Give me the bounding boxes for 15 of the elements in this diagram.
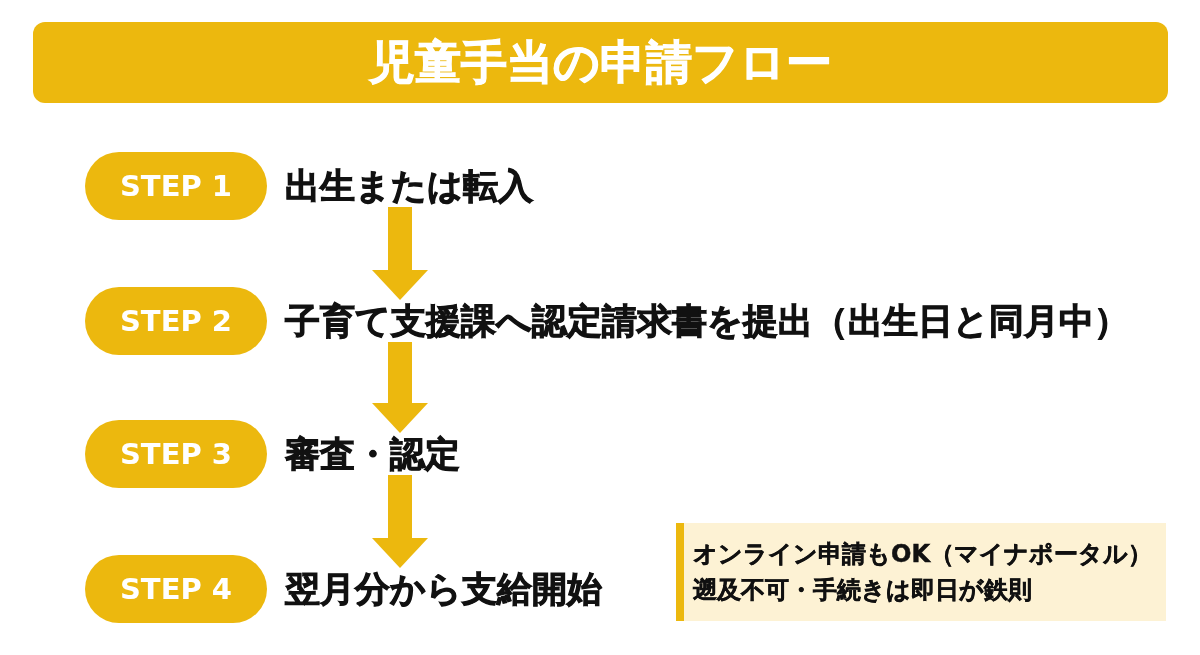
arrow <box>372 207 428 300</box>
note-text: 遡及不可・手続きは即日が鉄則 <box>693 575 1032 606</box>
step-badge: STEP 1 <box>85 152 267 220</box>
arrow <box>372 475 428 568</box>
step-description: 翌月分から支給開始 <box>285 568 602 611</box>
step-badge: STEP 2 <box>85 287 267 355</box>
step-badge: STEP 3 <box>85 420 267 488</box>
step-description: 審査・認定 <box>285 433 460 476</box>
step-description: 子育て支援課へ認定請求書を提出（出生日と同月中） <box>285 300 1129 343</box>
note-text: オンライン申請もOK（マイナポータル） <box>693 539 1152 570</box>
step-description: 出生または転入 <box>285 165 533 208</box>
title-banner: 児童手当の申請フロー <box>33 22 1168 103</box>
note-panel <box>676 523 1166 621</box>
step-badge: STEP 4 <box>85 555 267 623</box>
arrow <box>372 342 428 433</box>
